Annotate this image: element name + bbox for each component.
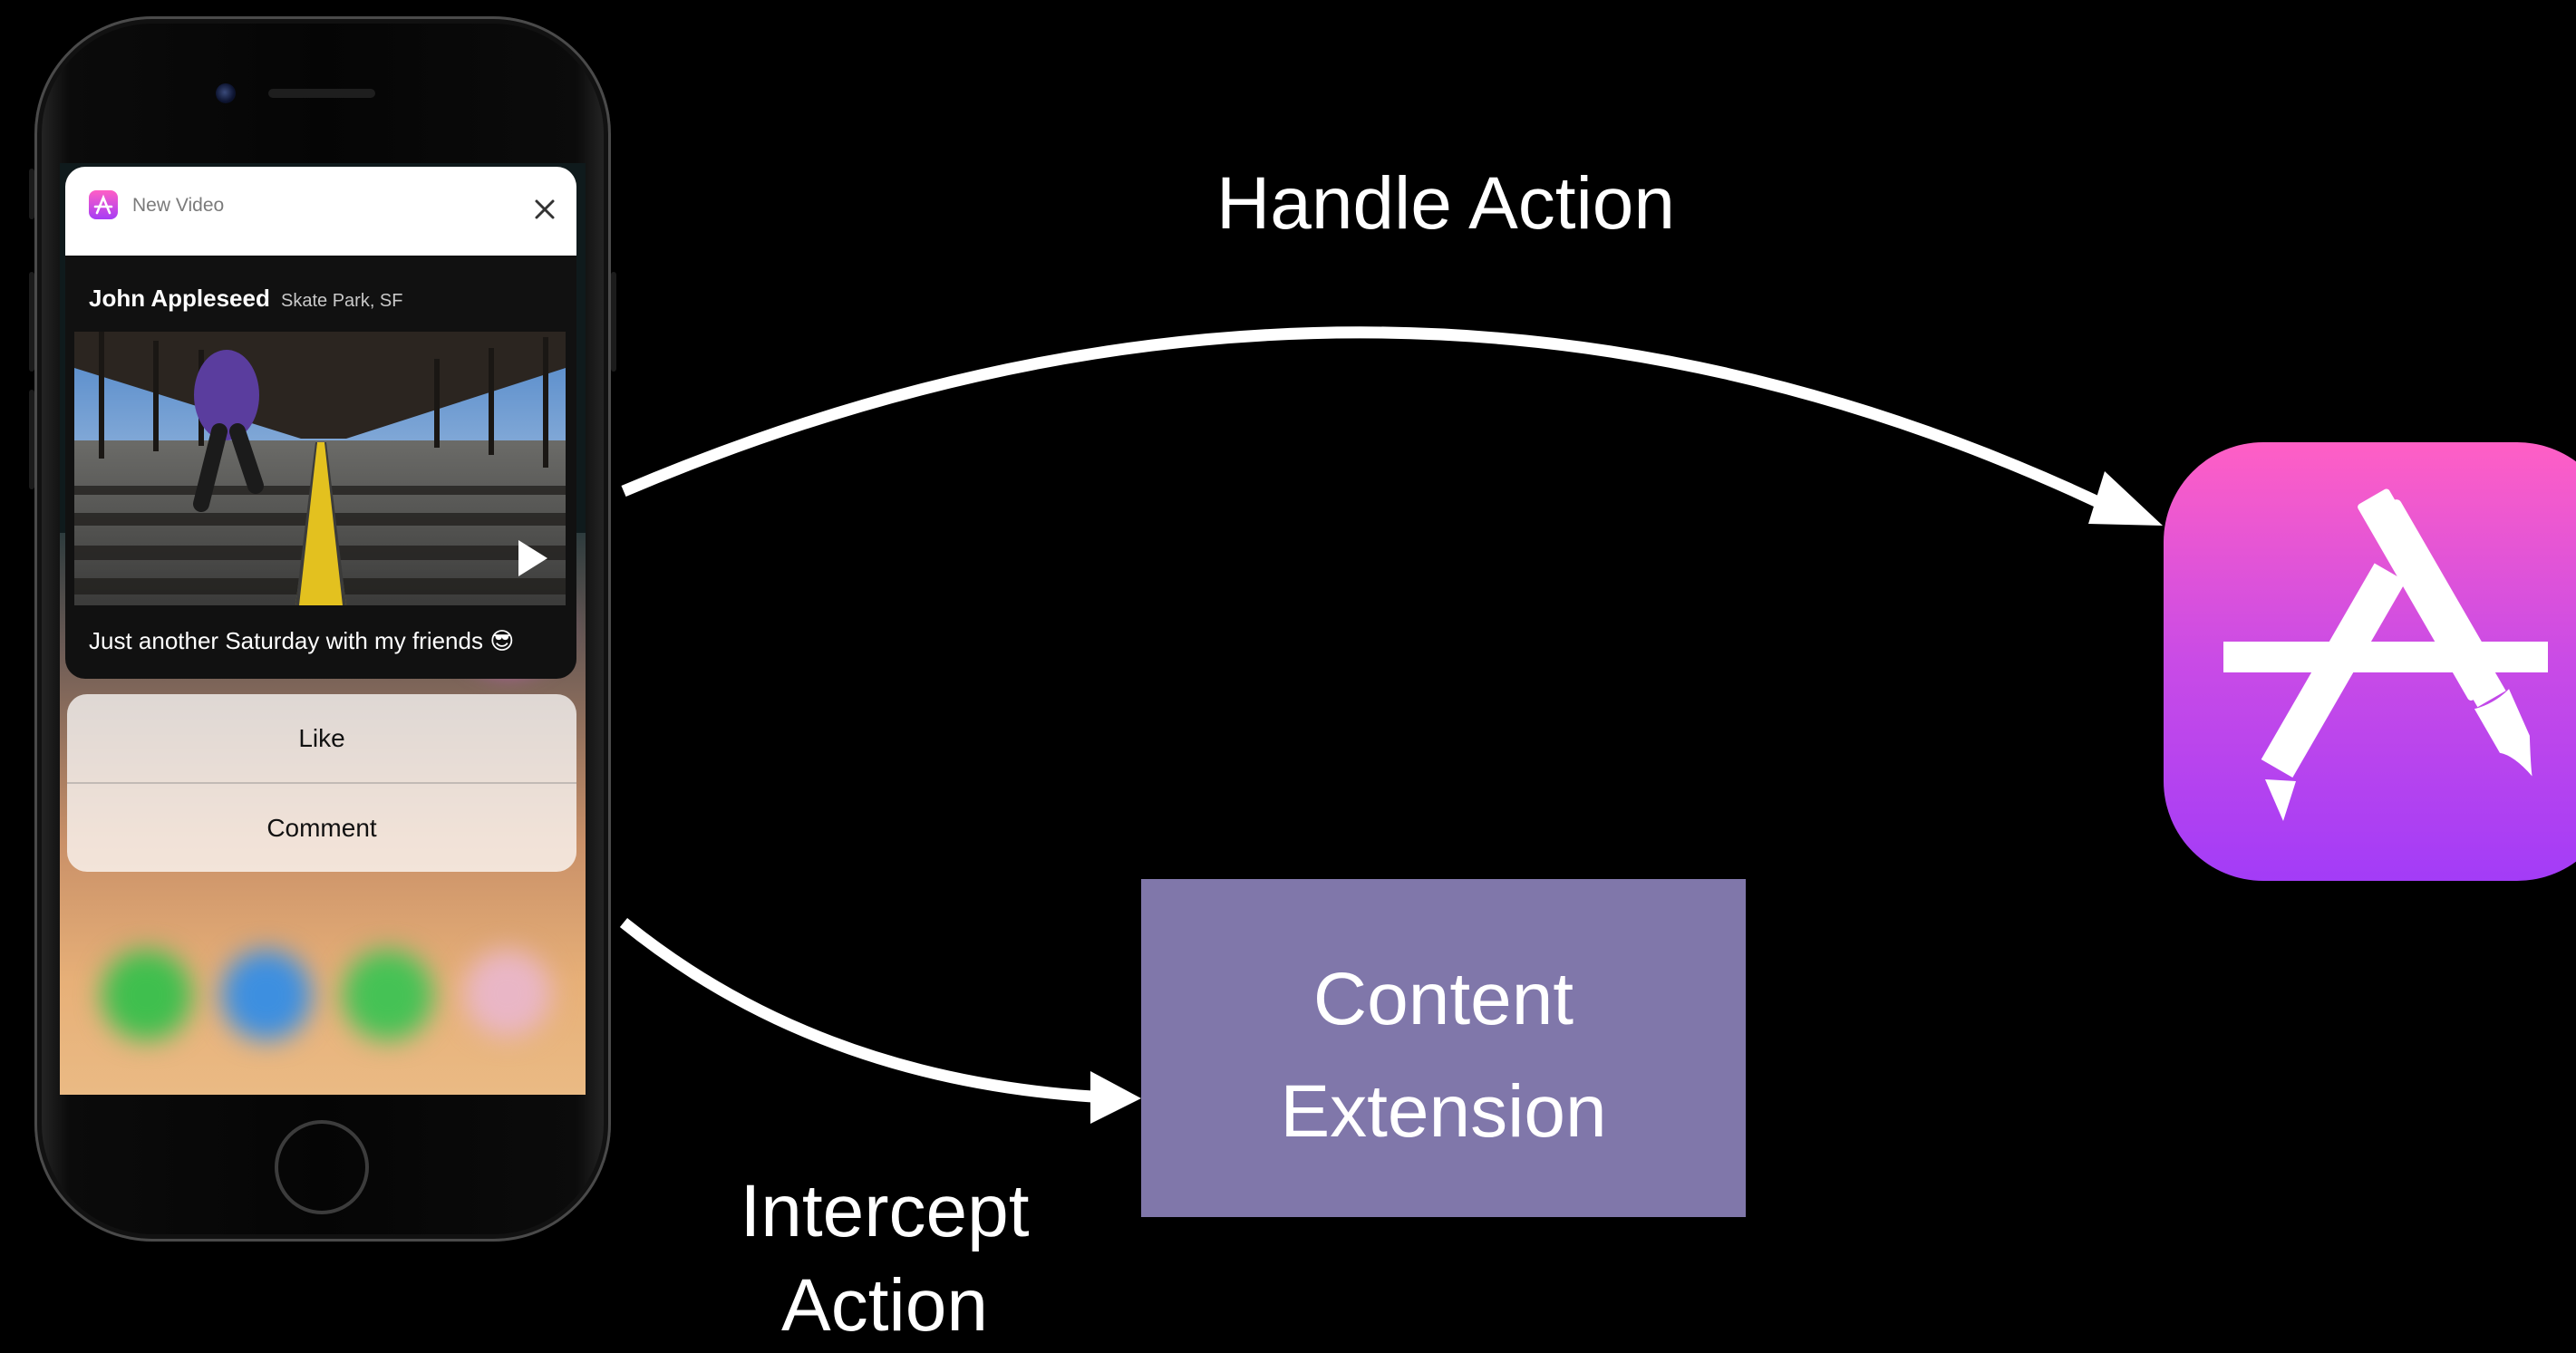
notification-app-title: New Video (132, 195, 225, 216)
intercept-label-line1: Intercept (740, 1170, 1030, 1252)
extension-label-line2: Extension (1280, 1070, 1607, 1153)
handle-action-arrowhead (2088, 471, 2163, 526)
notification-actions: Like Comment (67, 694, 576, 872)
close-icon[interactable] (533, 198, 557, 221)
front-camera (216, 83, 236, 103)
sender-name: John Appleseed (89, 285, 270, 312)
intercept-label-line2: Action (781, 1264, 988, 1347)
play-icon[interactable] (518, 540, 547, 576)
blurred-phone-icon (102, 950, 192, 1040)
earpiece-speaker (268, 89, 375, 98)
comment-action-button[interactable]: Comment (266, 814, 377, 842)
action-divider (67, 782, 576, 784)
video-thumbnail[interactable] (74, 332, 566, 605)
home-button[interactable] (275, 1120, 369, 1214)
handle-action-label: Handle Action (1216, 162, 1676, 245)
volume-up-button (29, 272, 34, 372)
volume-down-button (29, 390, 34, 489)
intercept-action-arrowhead (1090, 1071, 1141, 1124)
intercept-action-label: Intercept Action (703, 1165, 1066, 1353)
app-store-icon (2164, 442, 2576, 881)
blurred-safari-icon (221, 950, 312, 1040)
like-action-button[interactable]: Like (298, 724, 345, 752)
app-store-small-icon (89, 190, 118, 219)
notification-caption: Just another Saturday with my friends 😎 (89, 627, 515, 654)
content-extension-box: Content Extension (1141, 879, 1746, 1217)
notification-card: New Video John Appleseed Skate Park, SF (65, 167, 576, 679)
blurred-music-icon (464, 950, 551, 1037)
power-button (611, 272, 616, 372)
intercept-action-arrow (619, 917, 1093, 1103)
sender-location: Skate Park, SF (281, 291, 403, 311)
extension-label-line1: Content (1312, 958, 1574, 1040)
handle-action-arrow (621, 326, 2124, 518)
blurred-messages-icon (343, 950, 433, 1040)
notification-header: New Video (65, 167, 576, 256)
phone-screen: New Video John Appleseed Skate Park, SF (60, 163, 586, 1095)
mute-switch (29, 169, 34, 219)
